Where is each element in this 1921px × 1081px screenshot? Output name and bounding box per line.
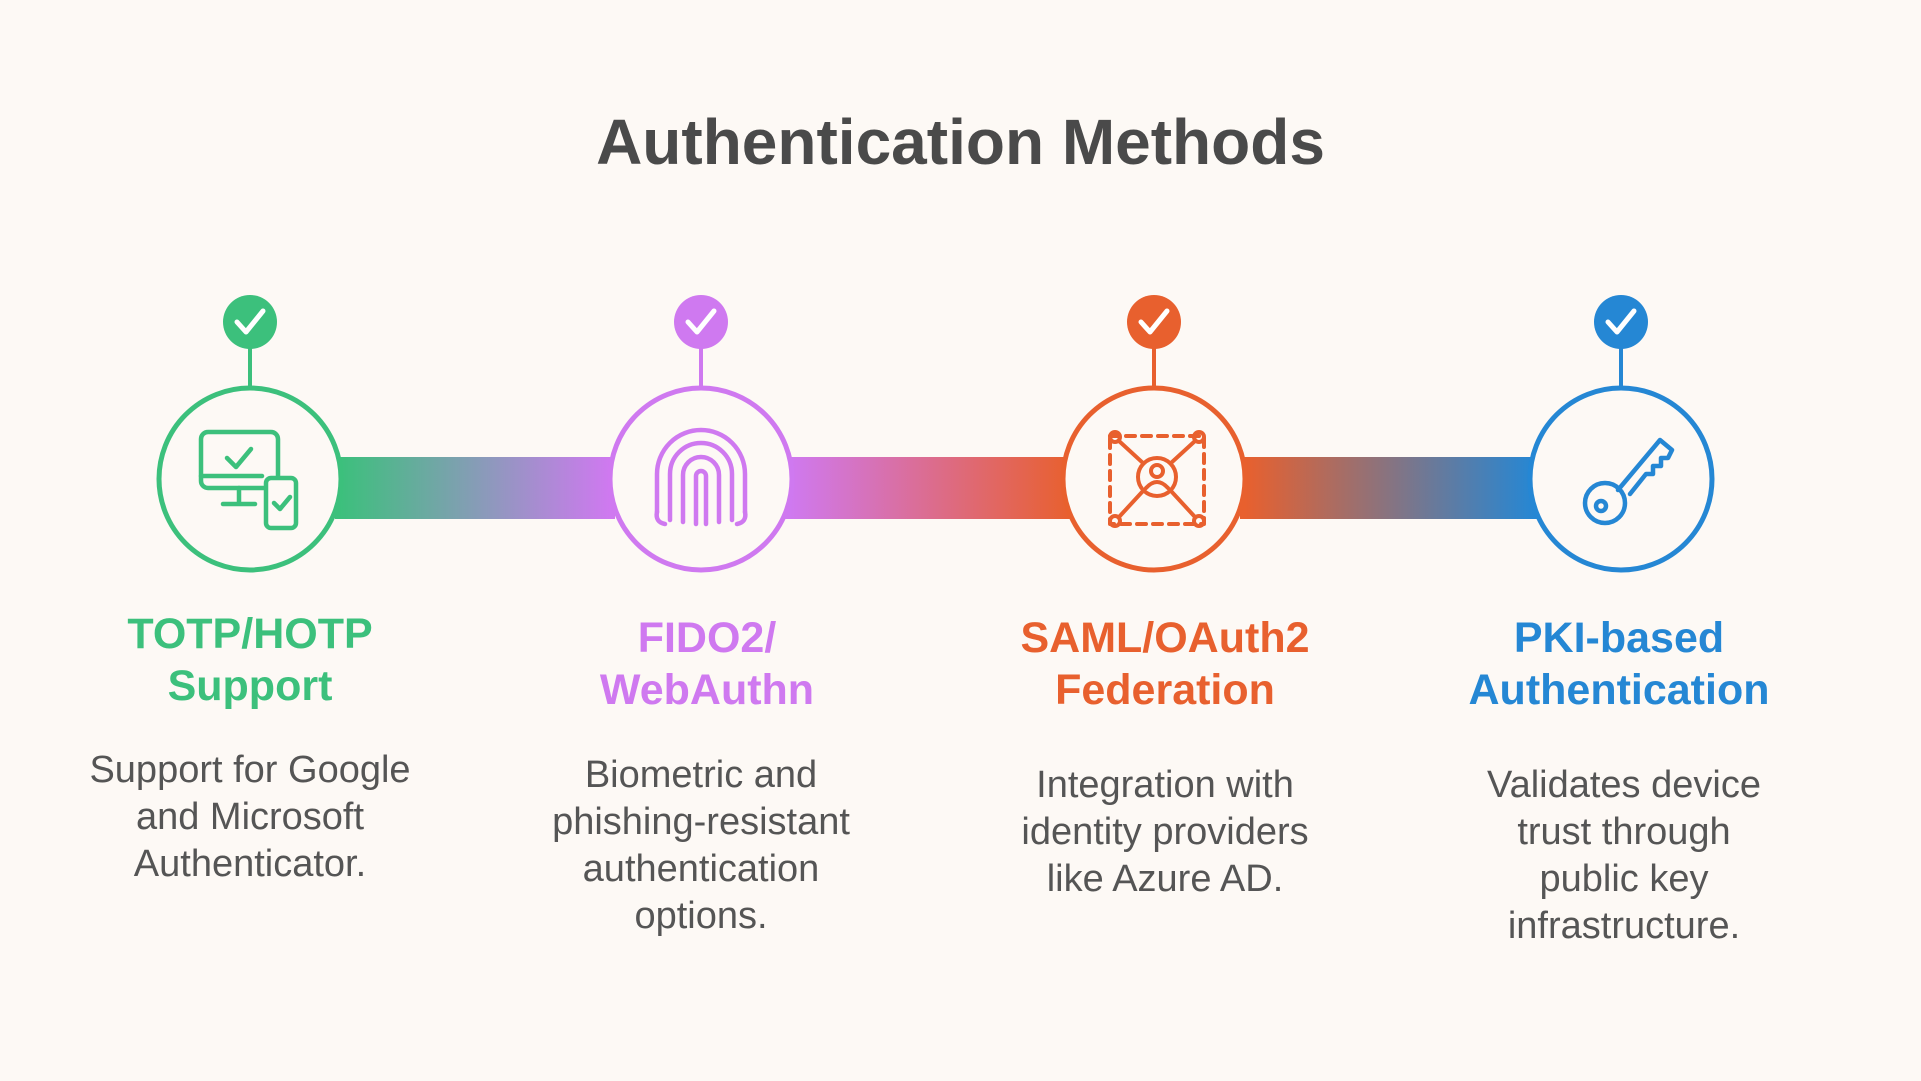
fingerprint-icon	[654, 427, 748, 527]
step-1-circle	[156, 385, 344, 573]
step-2-description-line-2: phishing-resistant	[552, 801, 850, 843]
step-4-description-line-4: infrastructure.	[1507, 905, 1741, 947]
step-3-description-line-1: Integration with	[1036, 764, 1294, 806]
step-4-title-line-1: PKI-based	[1513, 614, 1725, 662]
federated-identity-icon	[1108, 430, 1206, 528]
step-4-description-line-1: Validates device	[1487, 764, 1761, 806]
step-3-description: Integration with identity providers like…	[945, 762, 1385, 903]
step-2-check-badge	[674, 295, 728, 349]
check-icon	[685, 308, 717, 335]
check-icon	[1605, 308, 1637, 335]
step-3-circle	[1060, 385, 1248, 573]
page-title: Authentication Methods	[596, 106, 1325, 178]
step-1-description-line-3: Authenticator.	[133, 843, 367, 885]
step-4-description: Validates device trust through public ke…	[1404, 762, 1844, 950]
step-3-check-badge	[1127, 295, 1181, 349]
step-3-title-line-1: SAML/OAuth2	[1020, 614, 1310, 662]
step-2-title: FIDO2/ WebAuthn	[487, 612, 927, 716]
step-2-circle	[607, 385, 795, 573]
step-1-title-line-1: TOTP/HOTP	[127, 610, 373, 658]
step-2-description: Biometric and phishing-resistant authent…	[481, 752, 921, 940]
step-1-description-line-2: and Microsoft	[135, 796, 365, 838]
connector-bar-2	[785, 457, 1075, 519]
step-1-title: TOTP/HOTP Support	[30, 608, 470, 712]
step-2-description-line-3: authentication	[582, 848, 820, 890]
step-3-node	[1060, 295, 1248, 573]
check-icon	[234, 308, 266, 335]
connector-bar-3	[1240, 457, 1540, 519]
step-1-description-line-1: Support for Google	[89, 749, 411, 791]
connector-bar-1	[335, 457, 615, 519]
step-2-description-line-4: options.	[634, 895, 768, 937]
step-4-node	[1527, 295, 1715, 573]
step-4-description-line-2: trust through	[1517, 811, 1731, 853]
step-4-title-line-2: Authentication	[1468, 666, 1770, 714]
step-3-description-line-2: identity providers	[1021, 811, 1309, 853]
step-1-description: Support for Google and Microsoft Authent…	[30, 747, 470, 888]
step-1-node	[156, 295, 344, 573]
monitor-phone-check-icon	[198, 429, 299, 531]
step-3-title: SAML/OAuth2 Federation	[945, 612, 1385, 716]
step-4-description-line-3: public key	[1539, 858, 1709, 900]
step-2-title-line-2: WebAuthn	[599, 666, 815, 714]
step-3-title-line-2: Federation	[1055, 666, 1275, 714]
step-2-title-line-1: FIDO2/	[637, 614, 777, 662]
step-4-check-badge	[1594, 295, 1648, 349]
step-4-title: PKI-based Authentication	[1399, 612, 1839, 716]
step-2-description-line-1: Biometric and	[584, 754, 818, 796]
step-1-title-line-2: Support	[167, 662, 333, 710]
step-2-node	[607, 295, 795, 573]
step-4-circle	[1527, 385, 1715, 573]
check-icon	[1138, 308, 1170, 335]
step-1-check-badge	[223, 295, 277, 349]
key-icon	[1582, 437, 1675, 526]
step-3-description-line-3: like Azure AD.	[1046, 858, 1284, 900]
